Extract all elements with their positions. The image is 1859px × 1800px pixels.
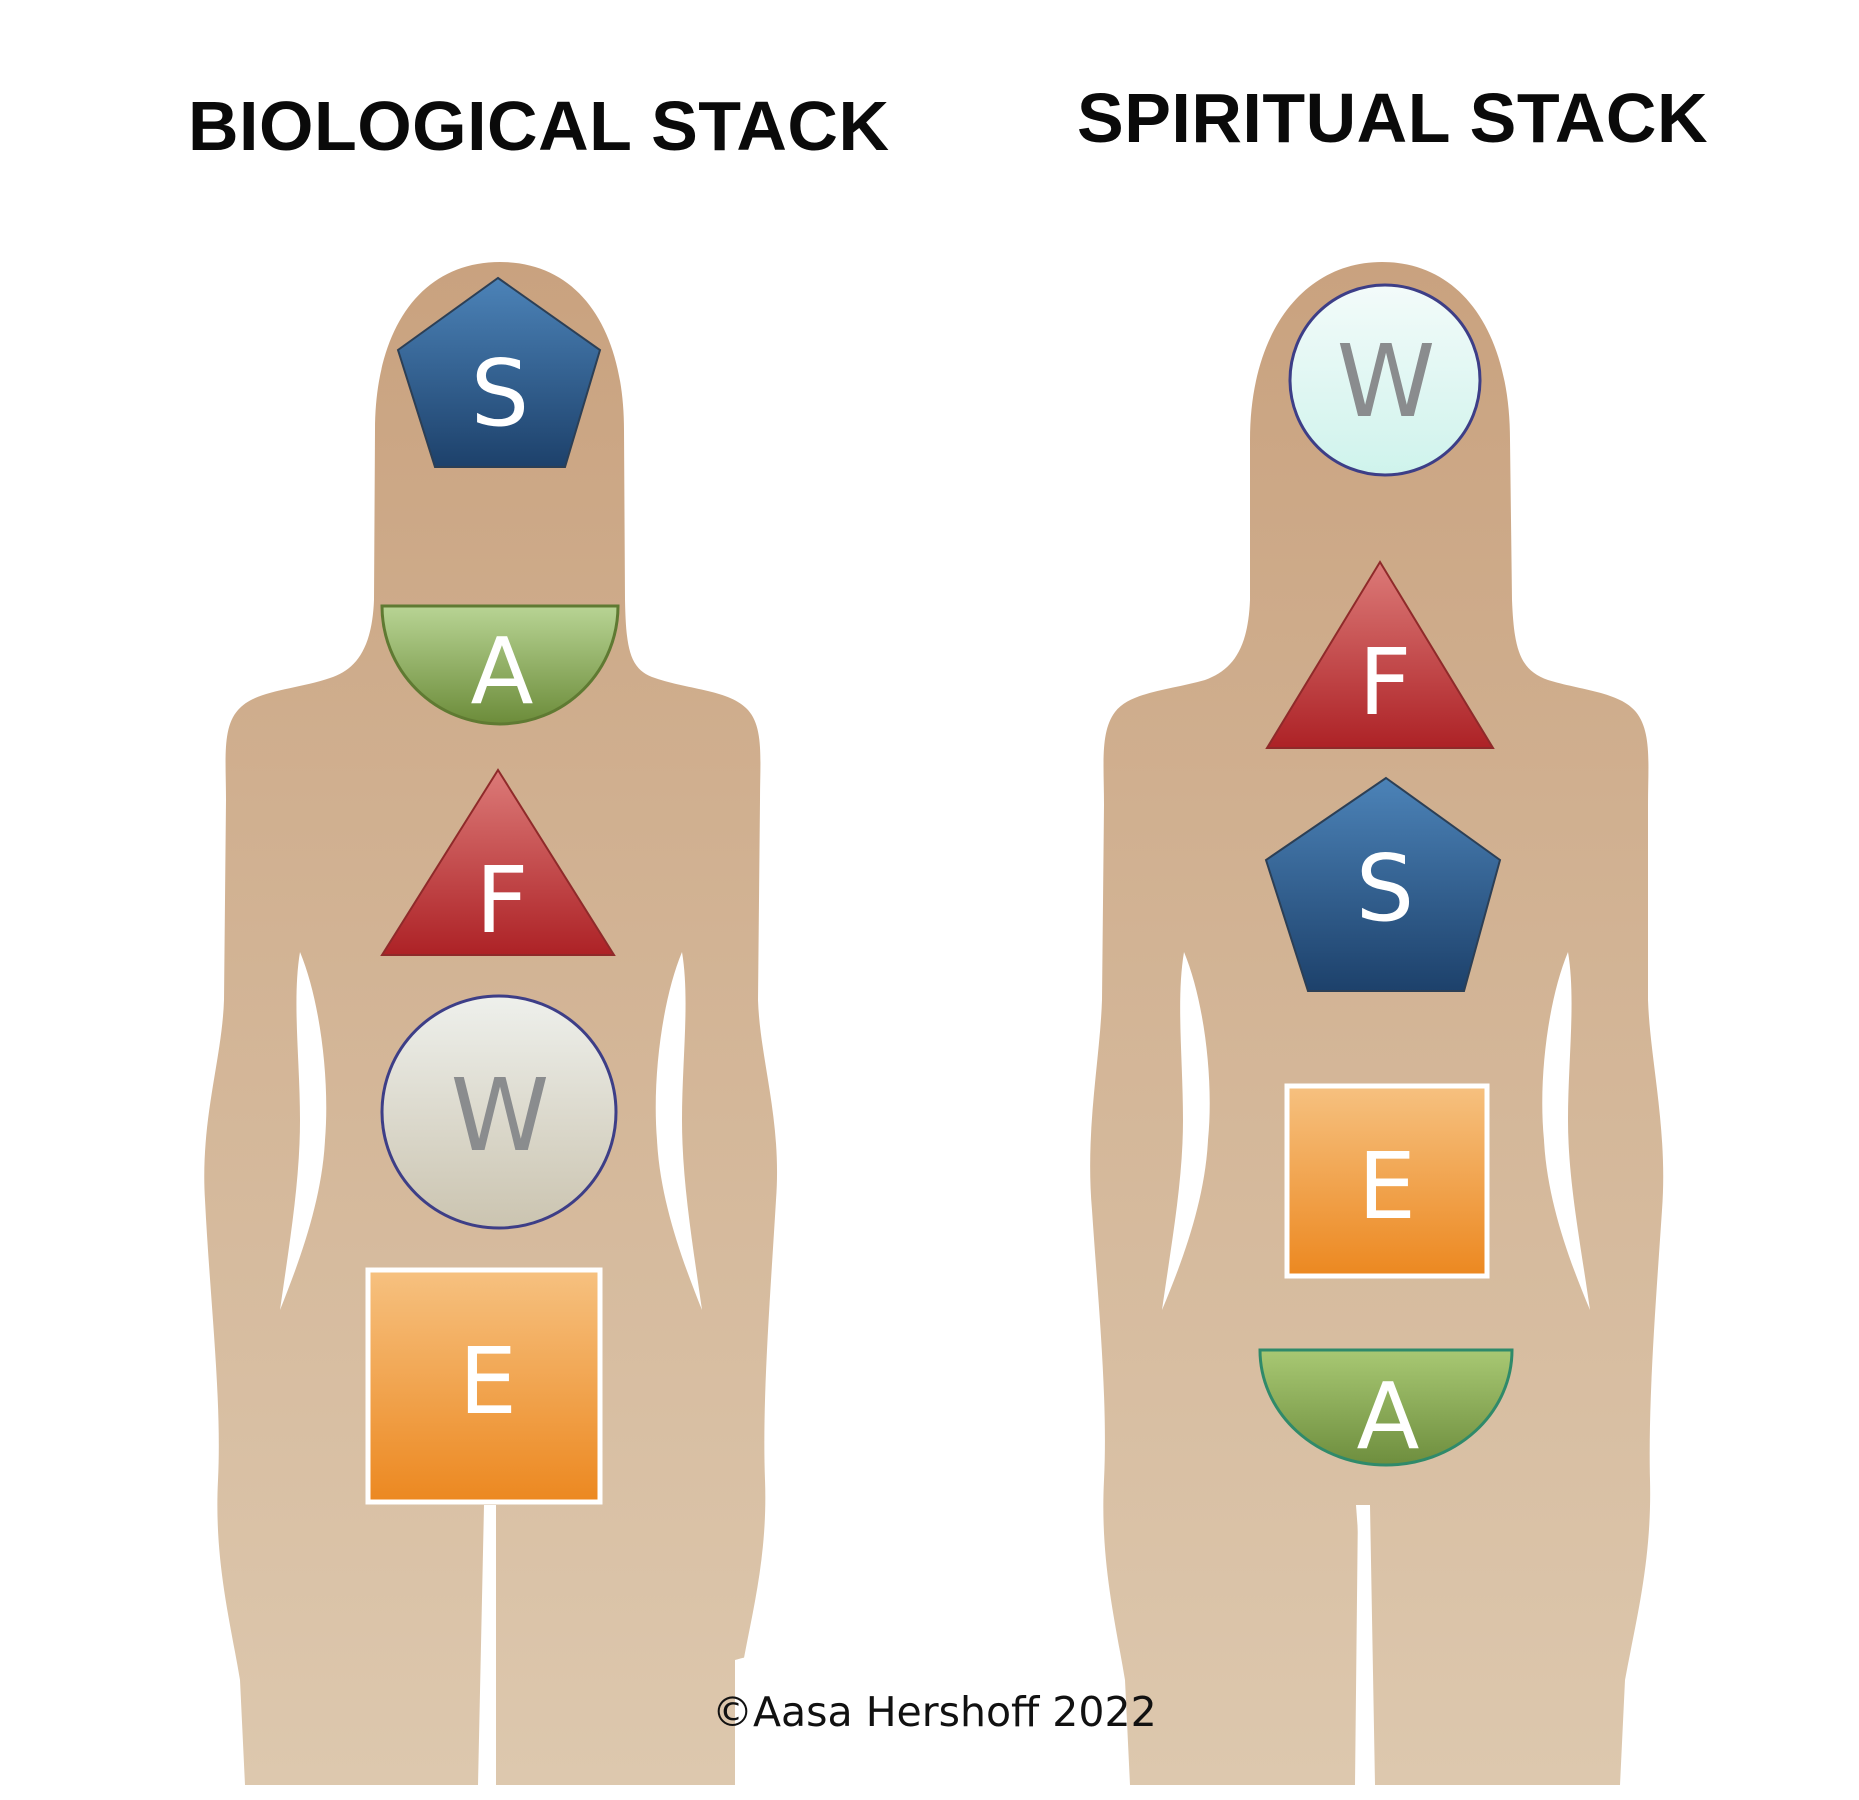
right-w-circle: W (1288, 283, 1482, 477)
right-body-silhouette (1090, 262, 1664, 1785)
left-e-square: E (365, 1267, 603, 1505)
left-e-letter: E (459, 1328, 517, 1435)
left-s-letter: S (471, 340, 529, 447)
left-a-letter: A (471, 618, 534, 725)
left-f-letter: F (476, 847, 529, 954)
right-a-letter: A (1357, 1363, 1420, 1470)
spiritual-stack-title: SPIRITUAL STACK (1077, 79, 1709, 157)
copyright-backdrop (735, 1645, 1125, 1785)
right-f-triangle: F (1265, 560, 1495, 749)
right-a-halfcircle: A (1258, 1348, 1514, 1470)
left-f-triangle: F (380, 768, 616, 956)
left-a-halfcircle: A (380, 604, 620, 726)
left-s-pentagon: S (396, 276, 602, 468)
right-e-letter: E (1358, 1133, 1416, 1240)
left-w-letter: W (451, 1057, 550, 1174)
right-e-square: E (1284, 1083, 1490, 1279)
right-w-letter: W (1337, 323, 1436, 440)
biological-stack-title: BIOLOGICAL STACK (188, 87, 890, 165)
right-f-letter: F (1359, 629, 1412, 736)
right-s-pentagon: S (1264, 776, 1502, 992)
copyright-text: ©Aasa Hershoff 2022 (712, 1688, 1157, 1736)
left-w-circle: W (380, 994, 618, 1230)
right-s-letter: S (1356, 835, 1414, 942)
